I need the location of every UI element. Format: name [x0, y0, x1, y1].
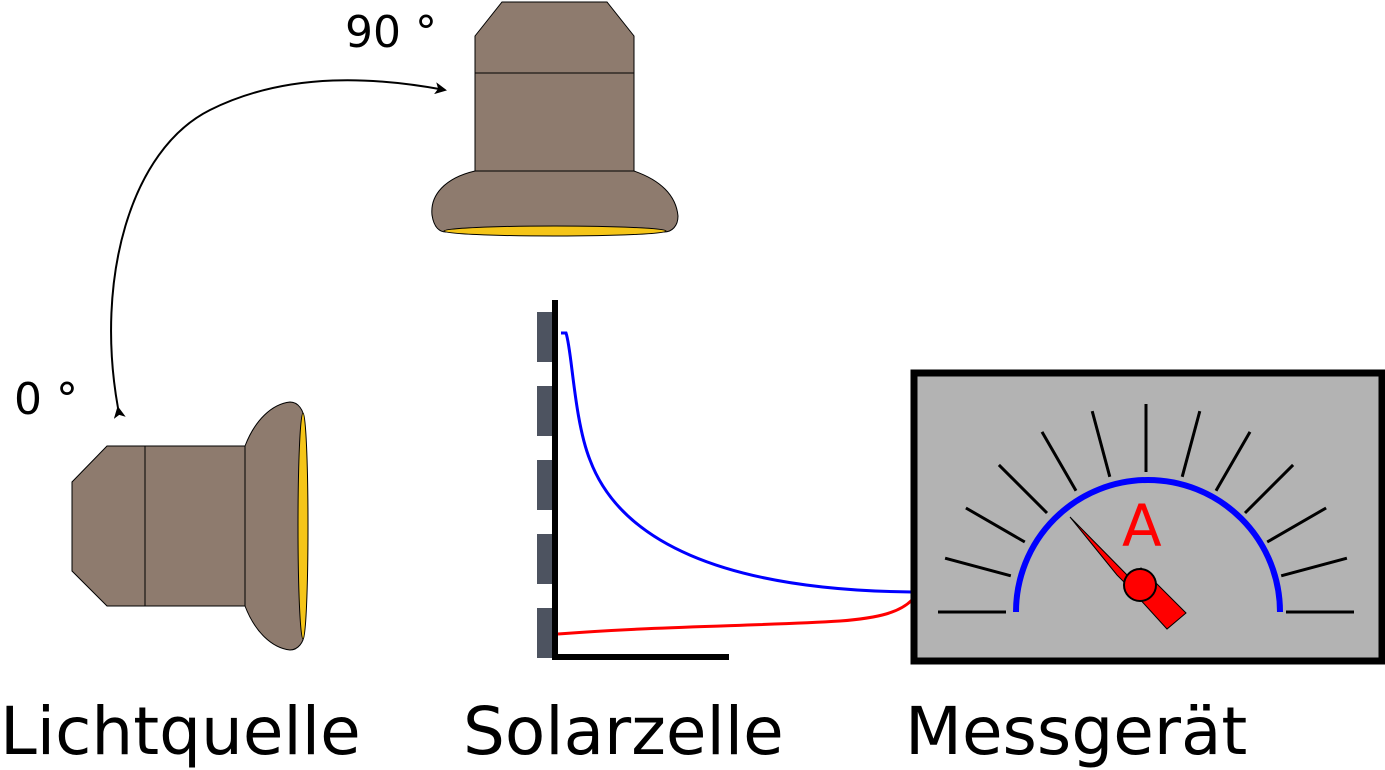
meter-tick — [1280, 556, 1348, 578]
solar-cell — [537, 300, 729, 660]
wire-blue — [561, 331, 913, 594]
meter-scale-arc — [1013, 477, 1283, 613]
solar-cell-segment — [537, 312, 554, 362]
meter-tick — [1266, 506, 1327, 544]
meter-tick — [1040, 431, 1078, 492]
meter-tick — [965, 506, 1026, 544]
lamp-0-body — [144, 445, 246, 607]
meter-scale-ticks — [938, 404, 1354, 614]
lamp-90-top-cap — [474, 1, 635, 74]
meter-tick — [1243, 463, 1295, 515]
lamp-0-reflector — [244, 401, 305, 651]
angle-label-90: 90 ° — [345, 7, 437, 58]
lamp-0-light — [297, 412, 309, 640]
solar-cell-segment — [537, 534, 554, 584]
lamp-90-degrees — [431, 1, 679, 237]
meter-tick — [1090, 410, 1112, 478]
label-solar-cell: Solarzelle — [463, 693, 784, 770]
lamp-90-reflector — [431, 170, 679, 233]
meter-tick — [1214, 431, 1252, 492]
solar-cell-segment — [537, 460, 554, 510]
solar-cell-segment — [537, 608, 554, 658]
label-meter: Messgerät — [905, 693, 1247, 770]
wire-red — [557, 598, 914, 636]
ammeter: A — [910, 369, 1385, 665]
meter-tick — [1180, 410, 1202, 478]
lamp-0-degrees — [71, 401, 309, 651]
rotation-arrow — [110, 79, 447, 419]
meter-tick — [997, 463, 1049, 515]
meter-tick — [944, 556, 1012, 578]
angle-label-0: 0 ° — [14, 374, 78, 425]
lamp-0-back-cap — [71, 445, 146, 607]
meter-unit-letter: A — [1122, 492, 1162, 560]
lamp-90-body — [474, 72, 635, 174]
label-light-source: Lichtquelle — [0, 693, 361, 770]
meter-needle-pivot — [1123, 568, 1157, 602]
solar-cell-segment — [537, 386, 554, 436]
lamp-90-light — [443, 225, 667, 237]
